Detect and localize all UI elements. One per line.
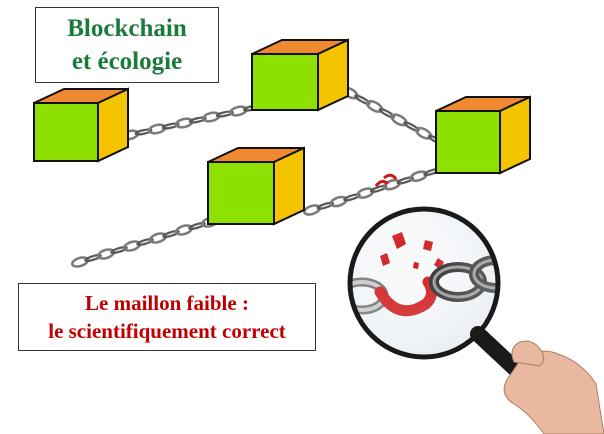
blocks [33, 38, 531, 226]
chain-icon [70, 216, 220, 268]
title-line-1: Blockchain [67, 15, 187, 42]
magnifying-glass-icon [347, 206, 548, 400]
title-box: Blockchain et écologie [35, 7, 219, 83]
caption-line-2: le scientifiquement correct [48, 319, 286, 343]
hand-icon [503, 340, 604, 434]
cube-icon [435, 95, 531, 175]
cube-icon [207, 146, 305, 226]
chain-icon [302, 167, 441, 216]
title-line-2: et écologie [71, 48, 183, 75]
cube-icon [33, 87, 129, 163]
caption-box: Le maillon faible : le scientifiquement … [18, 283, 316, 351]
caption-line-1: Le maillon faible : [85, 291, 249, 315]
broken-chain-icon [374, 173, 398, 187]
cube-icon [251, 38, 349, 112]
chain-icon [120, 104, 261, 141]
chain-icon [341, 86, 445, 146]
